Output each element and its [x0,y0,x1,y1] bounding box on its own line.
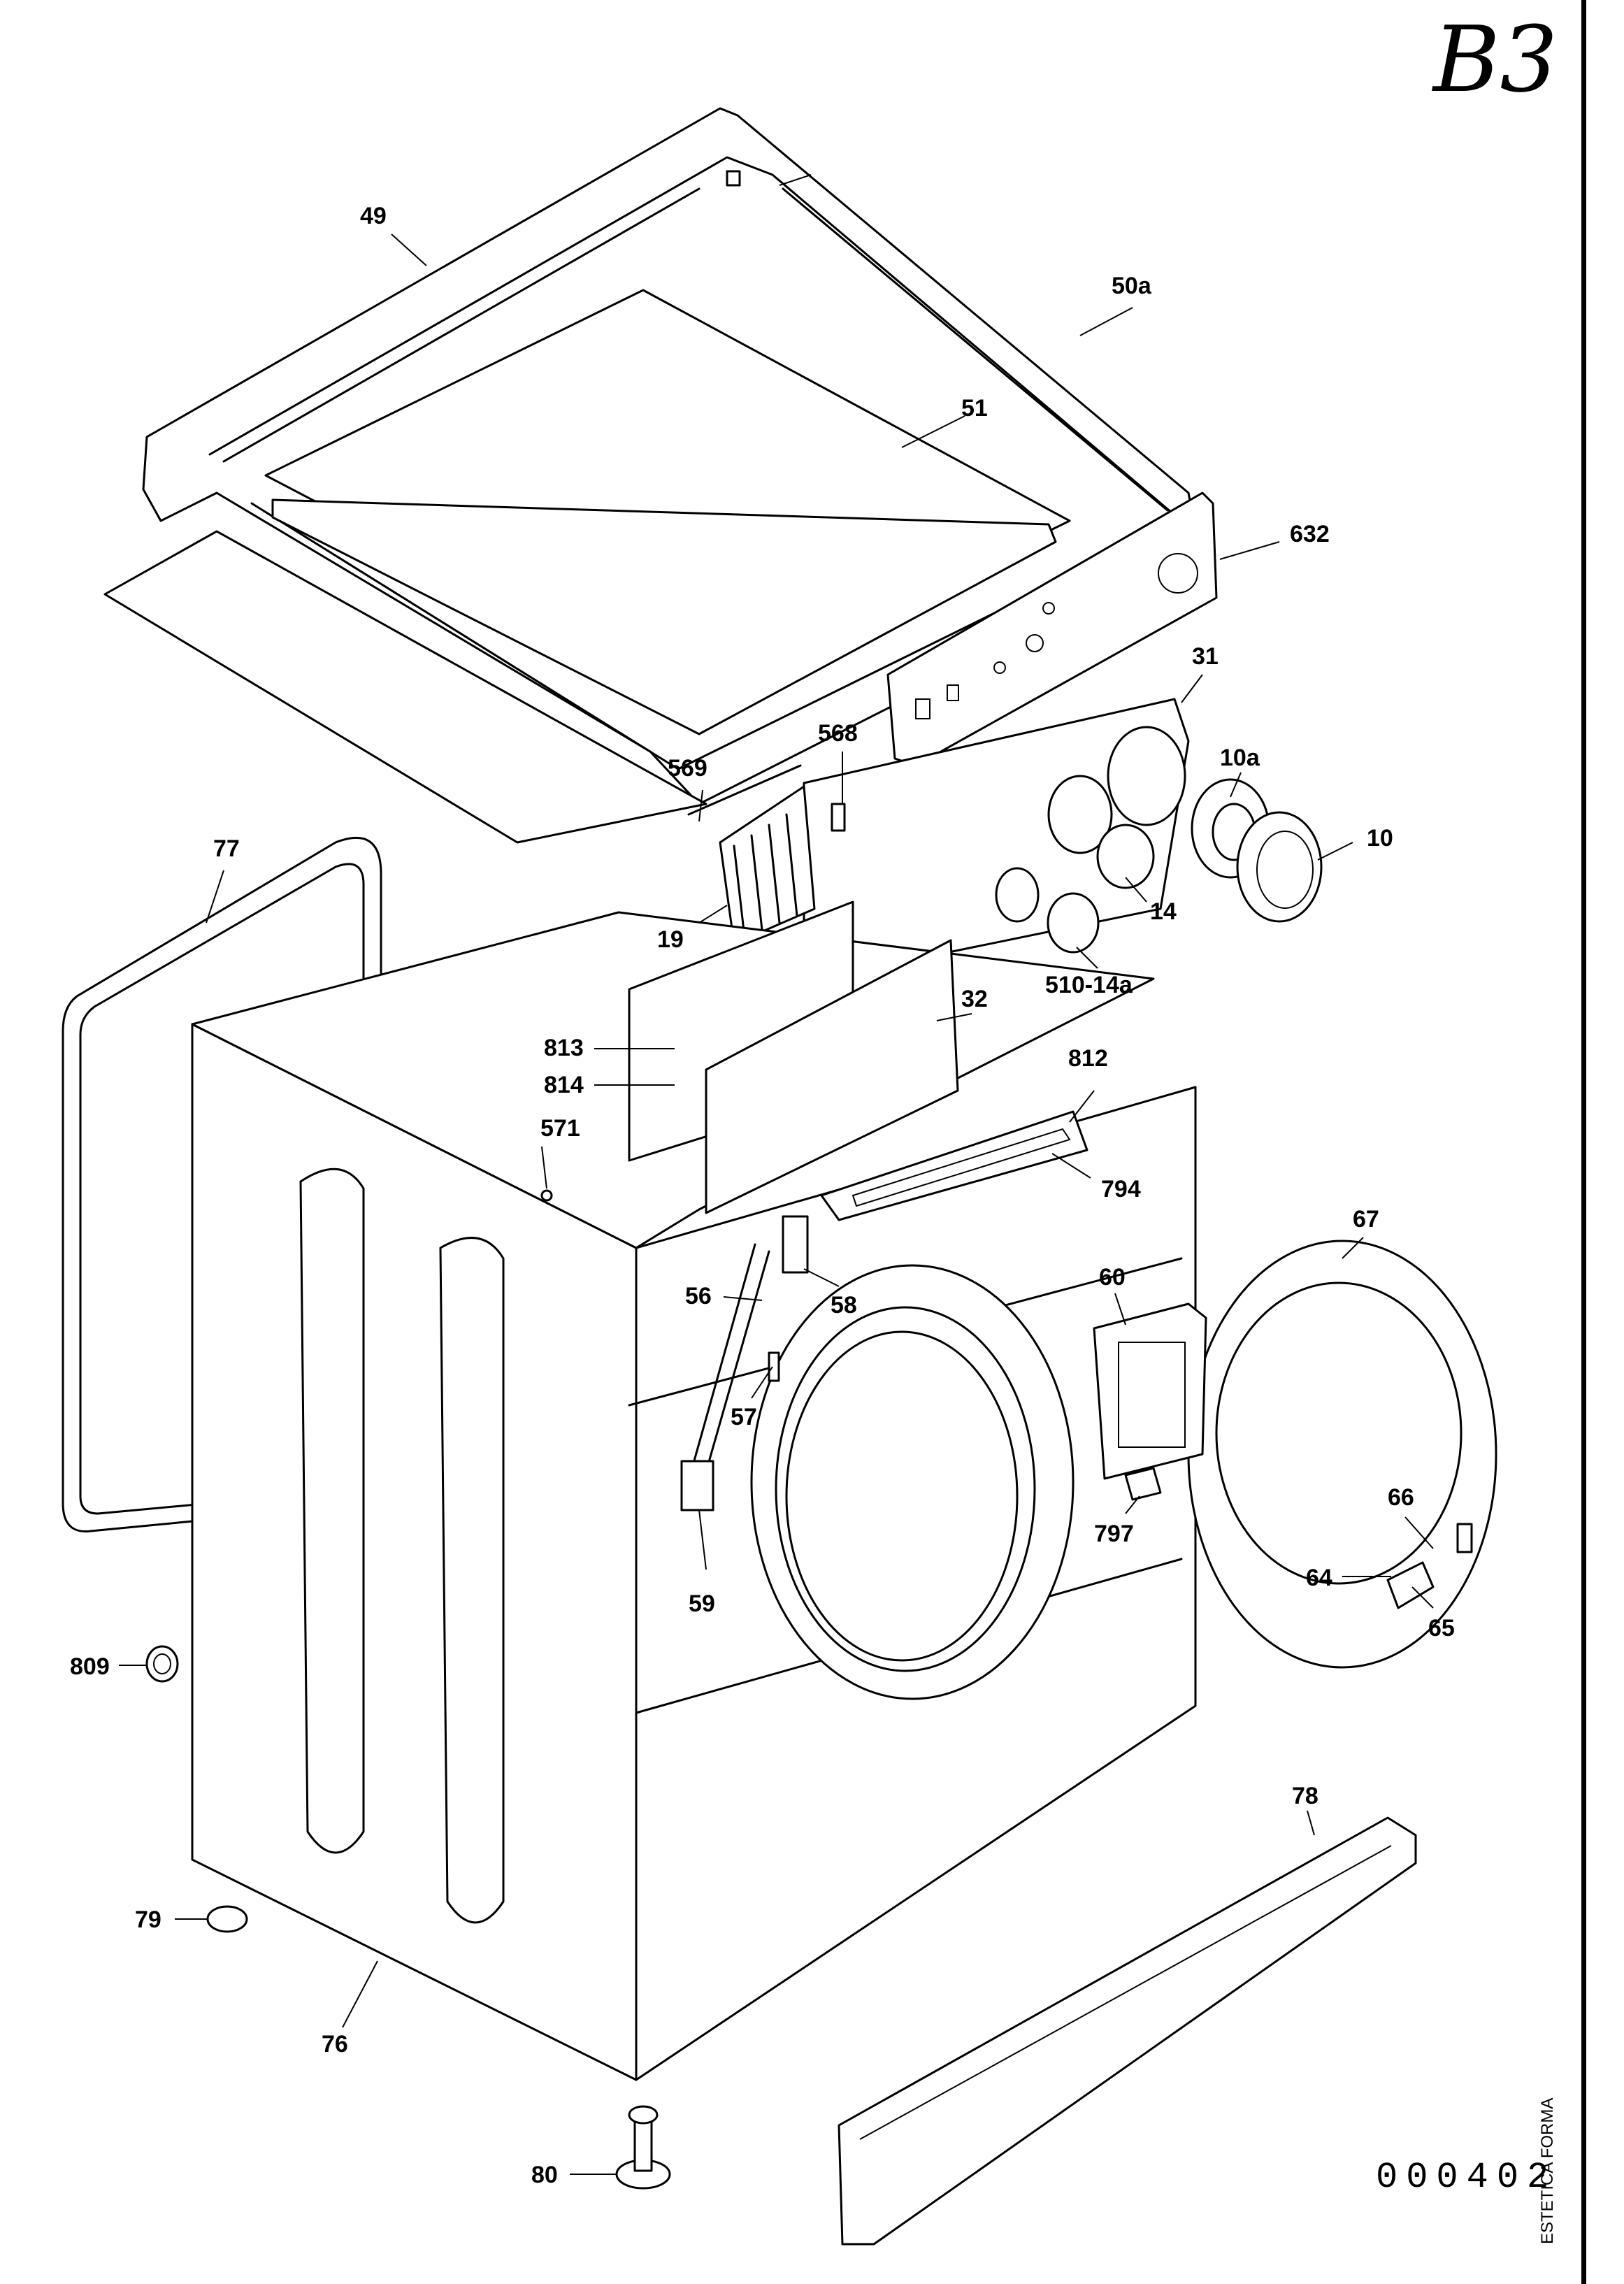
label-19: 19 [657,926,684,953]
top-panel-part [103,289,1071,844]
label-80: 80 [531,2162,558,2188]
knob-parts [995,778,1323,954]
part-labels: 49 50a 51 632 31 568 569 10a 10 77 19 14… [70,203,1455,2188]
label-58: 58 [831,1292,857,1319]
label-14: 14 [1150,898,1177,925]
control-plate-part [886,491,1218,767]
label-814: 814 [544,1072,584,1098]
label-571: 571 [540,1115,580,1142]
label-49: 49 [360,203,387,229]
page-border-rule [1581,0,1586,2284]
label-10a: 10a [1220,745,1260,771]
label-76: 76 [322,2031,348,2057]
label-812: 812 [1068,1045,1108,1072]
kick-panel-part [838,1816,1417,2246]
label-56: 56 [685,1283,712,1309]
label-66: 66 [1388,1484,1414,1511]
leader-lines [119,234,1434,2175]
label-65: 65 [1428,1615,1455,1642]
detergent-drawer-part [628,900,1088,1221]
label-32: 32 [961,986,988,1012]
label-59: 59 [689,1590,715,1617]
label-67: 67 [1353,1206,1379,1233]
label-60: 60 [1099,1264,1126,1291]
label-569: 569 [668,755,707,782]
sheet-mark: B3 [1433,6,1558,113]
door-part [1187,1240,1497,1669]
hinge-part [1093,1302,1207,1501]
label-77: 77 [213,835,240,862]
door-opening [750,1264,1075,1700]
label-51: 51 [961,395,988,422]
label-78: 78 [1292,1783,1318,1809]
gasket-part [62,836,382,1532]
document-code: 000402 [1376,2157,1558,2198]
label-10: 10 [1367,825,1393,852]
label-797: 797 [1094,1521,1134,1547]
label-79: 79 [135,1906,161,1933]
label-50a: 50a [1112,273,1152,299]
control-fascia-part [803,698,1190,970]
label-632: 632 [1290,521,1330,547]
door-lock-part [680,1215,809,1511]
label-64: 64 [1306,1565,1332,1591]
label-57: 57 [731,1404,757,1430]
label-794: 794 [1101,1176,1141,1202]
label-510-14a: 510-14a [1045,972,1133,998]
switch-bank-part [687,764,846,945]
label-809: 809 [70,1653,110,1680]
label-568: 568 [818,720,858,747]
label-813: 813 [544,1035,584,1061]
label-31: 31 [1192,643,1219,670]
